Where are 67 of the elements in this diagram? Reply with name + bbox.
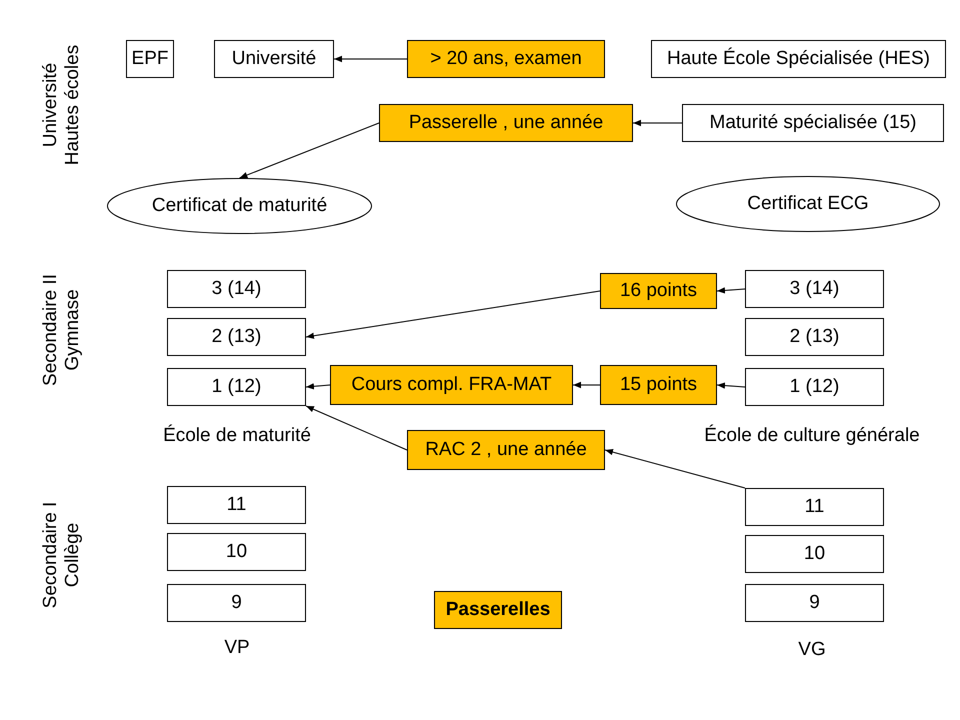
box — [745, 270, 884, 308]
box — [167, 318, 306, 356]
node-label: 2 (13) — [790, 326, 840, 348]
node-label: 10 — [804, 543, 826, 565]
node-label: 16 points — [620, 280, 698, 302]
node-label: 3 (14) — [790, 278, 840, 300]
level-label: Secondaire II Gymnase — [40, 273, 84, 388]
arrow — [306, 290, 600, 339]
column-label: École de maturité — [163, 425, 311, 447]
node-label: 15 points — [620, 374, 698, 396]
box — [167, 486, 306, 524]
arrow — [632, 120, 682, 126]
box — [745, 488, 884, 526]
node-label: Cours compl. FRA-MAT — [351, 374, 552, 396]
highlight-box — [407, 430, 605, 470]
box — [745, 318, 884, 356]
highlight-box — [600, 273, 717, 309]
column-label: VP — [224, 637, 250, 659]
box — [126, 40, 174, 78]
arrow — [604, 449, 746, 488]
node-label: Maturité spécialisée (15) — [710, 112, 916, 134]
node-label: 2 (13) — [212, 326, 262, 348]
highlight-box — [407, 40, 605, 78]
arrow — [716, 382, 746, 389]
node-label: Passerelles — [446, 599, 550, 621]
node-label: 9 — [809, 592, 820, 614]
node-label: RAC 2 , une année — [425, 439, 587, 461]
box — [167, 270, 306, 308]
box — [214, 40, 334, 78]
box — [167, 368, 306, 406]
box — [167, 584, 306, 622]
node-label: 11 — [226, 494, 246, 516]
box — [682, 104, 944, 142]
node-label: 3 (14) — [212, 278, 262, 300]
node-label: Université — [232, 48, 316, 70]
node-label: 11 — [804, 496, 824, 518]
highlight-box — [434, 591, 562, 629]
box — [745, 584, 884, 622]
level-label: Secondaire I Collège — [40, 500, 84, 610]
arrow — [334, 56, 408, 62]
highlight-box — [330, 365, 573, 405]
node-label: EPF — [132, 48, 168, 70]
ellipse — [676, 176, 940, 232]
level-label: Université Hautes écoles — [40, 44, 84, 168]
box — [745, 535, 884, 573]
node-label: 10 — [226, 541, 248, 563]
arrow — [716, 287, 746, 294]
box — [651, 40, 946, 78]
node-label: Certificat ECG — [747, 193, 869, 215]
node-label: > 20 ans, examen — [430, 48, 582, 70]
node-label: Haute École Spécialisée (HES) — [667, 48, 930, 70]
box — [167, 533, 306, 571]
ellipse — [107, 178, 372, 234]
node-label: 1 (12) — [212, 376, 262, 398]
column-label: École de culture générale — [704, 425, 920, 447]
node-label: 1 (12) — [790, 376, 840, 398]
arrow — [239, 122, 380, 178]
highlight-box — [600, 365, 717, 405]
highlight-box — [379, 104, 633, 142]
node-label: 9 — [231, 592, 242, 614]
arrow — [572, 382, 600, 388]
arrow — [306, 406, 408, 450]
arrow — [306, 383, 330, 390]
node-label: Passerelle , une année — [408, 112, 604, 134]
column-label: VG — [798, 639, 826, 661]
box — [745, 368, 884, 406]
node-label: Certificat de maturité — [152, 195, 328, 217]
